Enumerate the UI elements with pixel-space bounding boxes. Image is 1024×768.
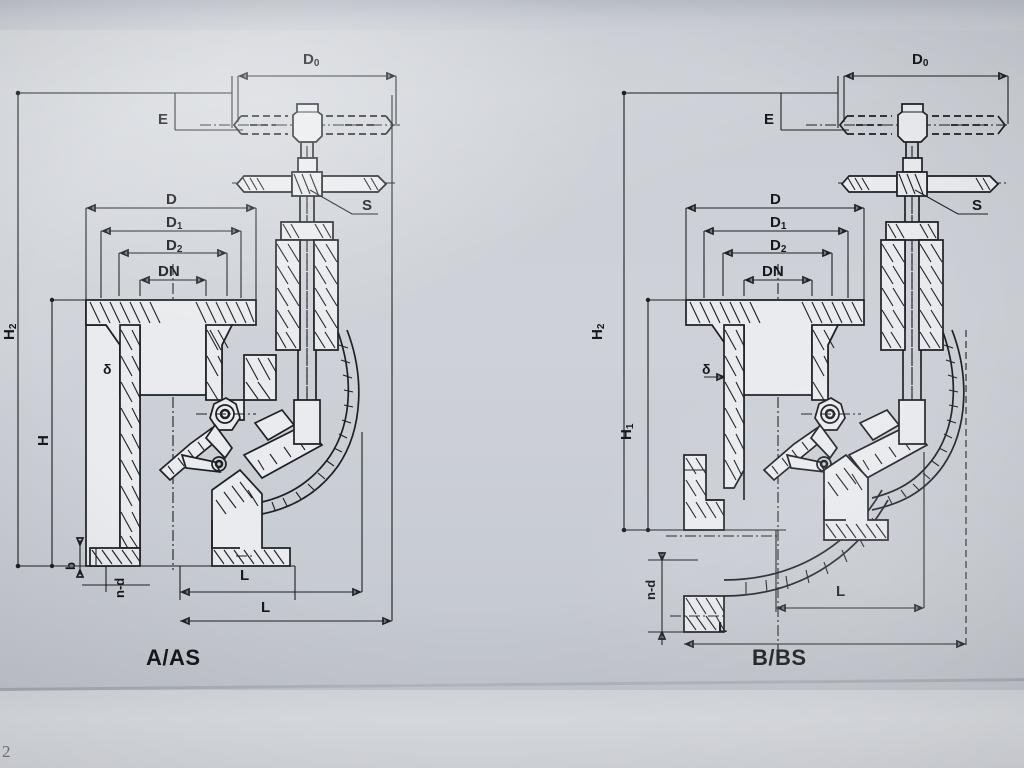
paper-top-edge: [0, 0, 1024, 30]
dim-label-a-D0: D0: [303, 51, 320, 69]
dim-label-a-L-upper: L: [240, 567, 250, 584]
dim-label-b-D2: D2: [770, 237, 787, 255]
dim-label-b-DN: DN: [762, 263, 784, 280]
dim-label-a-delta: δ: [103, 361, 112, 377]
dim-label-b-E: E: [764, 111, 775, 128]
dim-label-a-D2: D2: [166, 237, 183, 255]
dim-label-b-H1: H1: [618, 423, 636, 440]
dim-label-a-D1: D1: [166, 214, 183, 232]
dim-label-b-L-lower: L: [718, 619, 728, 636]
dim-label-b-L-upper: L: [836, 583, 846, 600]
dim-label-b-D: D: [770, 191, 781, 208]
figure-b-caption: B/BS: [752, 645, 807, 670]
dim-label-a-n-d: n-d: [112, 577, 127, 598]
dim-label-b-S: S: [972, 197, 983, 214]
dim-label-a-L-lower: L: [261, 599, 271, 616]
dim-label-b-delta: δ: [702, 361, 711, 377]
dim-label-a-S: S: [362, 197, 373, 214]
figure-a-caption: A/AS: [146, 645, 201, 670]
dim-label-a-H: H: [35, 435, 52, 446]
dim-label-b-H2: H2: [589, 323, 607, 340]
dim-label-a-DN: DN: [158, 263, 180, 280]
paper-bottom-edge: [0, 690, 1024, 768]
dim-label-b-D1: D1: [770, 214, 787, 232]
dim-label-a-H2: H2: [1, 323, 19, 340]
dim-label-b-n-d: n-d: [643, 579, 658, 600]
page-number: 2: [2, 742, 11, 761]
dim-label-b-D0: D0: [912, 51, 929, 69]
dim-label-a-b: b: [63, 562, 78, 570]
dim-label-a-D: D: [166, 191, 177, 208]
dim-label-a-E: E: [158, 111, 169, 128]
